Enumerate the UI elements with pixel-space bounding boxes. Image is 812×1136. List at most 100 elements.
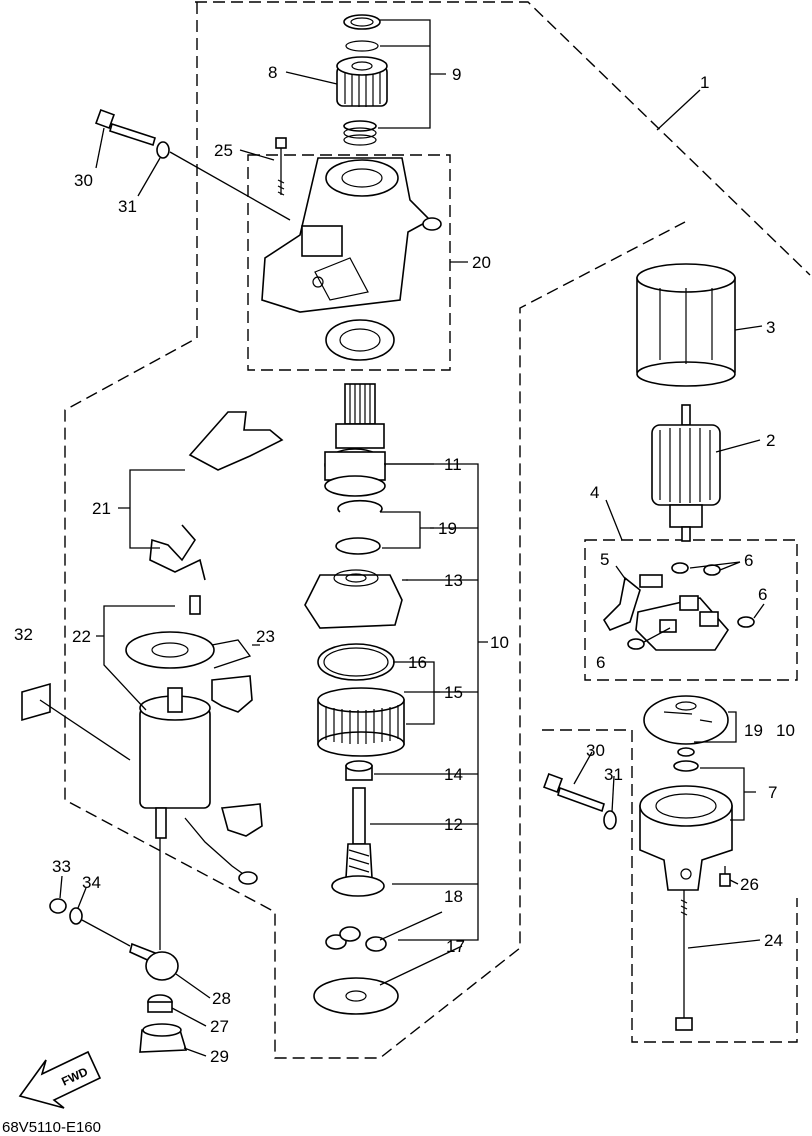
part-9-spring bbox=[343, 120, 377, 146]
leader-30-to-housing bbox=[169, 151, 291, 221]
part-31-washer-bottom bbox=[603, 810, 617, 830]
callout-7: 7 bbox=[768, 783, 777, 802]
callout-leaders bbox=[59, 71, 763, 1057]
callout-12: 12 bbox=[444, 815, 463, 834]
callout-15: 15 bbox=[444, 683, 463, 702]
part-20-bearing bbox=[325, 319, 395, 361]
part-4-brush-holder bbox=[635, 595, 730, 651]
part-33-nut bbox=[49, 898, 67, 914]
part-27-bushing bbox=[147, 994, 173, 1013]
bracket-15-16 bbox=[393, 661, 440, 725]
part-3-yoke bbox=[636, 263, 736, 387]
bracket-10 bbox=[370, 463, 488, 941]
part-5-brush-lead bbox=[602, 574, 663, 631]
part-8-pinion-gear bbox=[336, 56, 388, 107]
bracket-7 bbox=[700, 767, 756, 821]
part-6-brushes bbox=[627, 562, 755, 650]
callout-6c: 6 bbox=[596, 653, 605, 672]
part-34-washer bbox=[69, 907, 83, 925]
diagram-code: 68V5110-E160 bbox=[2, 1119, 101, 1136]
callout-10b: 10 bbox=[776, 721, 795, 740]
leader-34-terminal bbox=[81, 919, 131, 947]
bracket-19 bbox=[380, 511, 434, 549]
leader-32 bbox=[39, 699, 131, 761]
part-16-ring bbox=[317, 643, 395, 681]
part-21-shift-lever bbox=[149, 411, 284, 581]
callout-13: 13 bbox=[444, 571, 463, 590]
callout-33: 33 bbox=[52, 857, 71, 876]
part-9-stopper-ring-top bbox=[343, 14, 381, 30]
part-12-pinion-shaft bbox=[331, 787, 385, 897]
callout-16: 16 bbox=[408, 653, 427, 672]
callout-26: 26 bbox=[740, 875, 759, 894]
part-7-rear-cover bbox=[639, 760, 733, 891]
part-19-plate bbox=[643, 695, 729, 745]
callout-20: 20 bbox=[472, 253, 491, 272]
callout-30: 30 bbox=[74, 171, 93, 190]
callout-4: 4 bbox=[590, 483, 599, 502]
callout-19b: 19 bbox=[744, 721, 763, 740]
part-24-through-bolt bbox=[675, 890, 693, 1031]
part-13-gear-carrier bbox=[304, 569, 403, 629]
part-29-cap bbox=[139, 1023, 188, 1053]
part-26-screw bbox=[719, 866, 731, 887]
part-11-drive-shaft bbox=[324, 383, 386, 497]
callout-27: 27 bbox=[210, 1017, 229, 1036]
part-20-front-bracket bbox=[261, 157, 442, 313]
part-18-planet-gears bbox=[325, 926, 387, 952]
bracket-21 bbox=[118, 469, 185, 549]
part-23-bushings bbox=[211, 675, 263, 837]
assembly-boundary-4 bbox=[584, 539, 798, 681]
callout-28: 28 bbox=[212, 989, 231, 1008]
callout-22: 22 bbox=[72, 627, 91, 646]
callout-24: 24 bbox=[764, 931, 783, 950]
callout-23: 23 bbox=[256, 627, 275, 646]
part-2-armature bbox=[651, 404, 721, 542]
callout-25: 25 bbox=[214, 141, 233, 160]
fwd-arrow-icon: FWD bbox=[18, 1050, 102, 1109]
part-14-bushing bbox=[345, 760, 373, 781]
callout-9: 9 bbox=[452, 65, 461, 84]
part-32-label bbox=[21, 682, 51, 722]
part-31-washer-top bbox=[156, 141, 170, 159]
callout-6a: 6 bbox=[744, 551, 753, 570]
callout-14: 14 bbox=[444, 765, 463, 784]
bracket-23 bbox=[211, 639, 260, 669]
callout-17: 17 bbox=[446, 937, 465, 956]
callout-21: 21 bbox=[92, 499, 111, 518]
part-25-bolt bbox=[275, 137, 287, 196]
callout-3: 3 bbox=[766, 318, 775, 337]
callout-31b: 31 bbox=[604, 765, 623, 784]
callout-2: 2 bbox=[766, 431, 775, 450]
bracket-19-10 bbox=[694, 711, 737, 743]
assembly-boundary-7 bbox=[542, 729, 798, 1043]
part-17-plate bbox=[313, 977, 399, 1015]
callout-30b: 30 bbox=[586, 741, 605, 760]
callout-labels: 1 2 3 4 5 6 6 6 7 8 9 10 11 12 13 14 15 … bbox=[14, 63, 795, 1066]
bracket-22 bbox=[96, 605, 175, 711]
part-15-internal-gear bbox=[317, 687, 405, 757]
callout-34: 34 bbox=[82, 873, 101, 892]
part-30-bolt-top bbox=[95, 109, 156, 147]
part-9-clip bbox=[345, 40, 379, 52]
callout-18: 18 bbox=[444, 887, 463, 906]
part-19-clip bbox=[335, 499, 383, 555]
callout-19: 19 bbox=[438, 519, 457, 538]
part-22-solenoid bbox=[125, 595, 258, 885]
part-19b-washer bbox=[677, 747, 695, 757]
callout-31: 31 bbox=[118, 197, 137, 216]
leaders-6 bbox=[643, 561, 765, 643]
assembly-boundary-20 bbox=[247, 154, 451, 371]
callout-32: 32 bbox=[14, 625, 33, 644]
callout-10: 10 bbox=[490, 633, 509, 652]
callout-8: 8 bbox=[268, 63, 277, 82]
part-30-bolt-bottom bbox=[543, 773, 605, 813]
callout-11: 11 bbox=[444, 455, 462, 474]
callout-29: 29 bbox=[210, 1047, 229, 1066]
assembly-boundary-1 bbox=[64, 1, 811, 1059]
part-28-terminal-bolt bbox=[129, 942, 179, 981]
callout-5: 5 bbox=[600, 550, 609, 569]
callout-1: 1 bbox=[700, 73, 709, 92]
bracket-9 bbox=[378, 19, 446, 129]
